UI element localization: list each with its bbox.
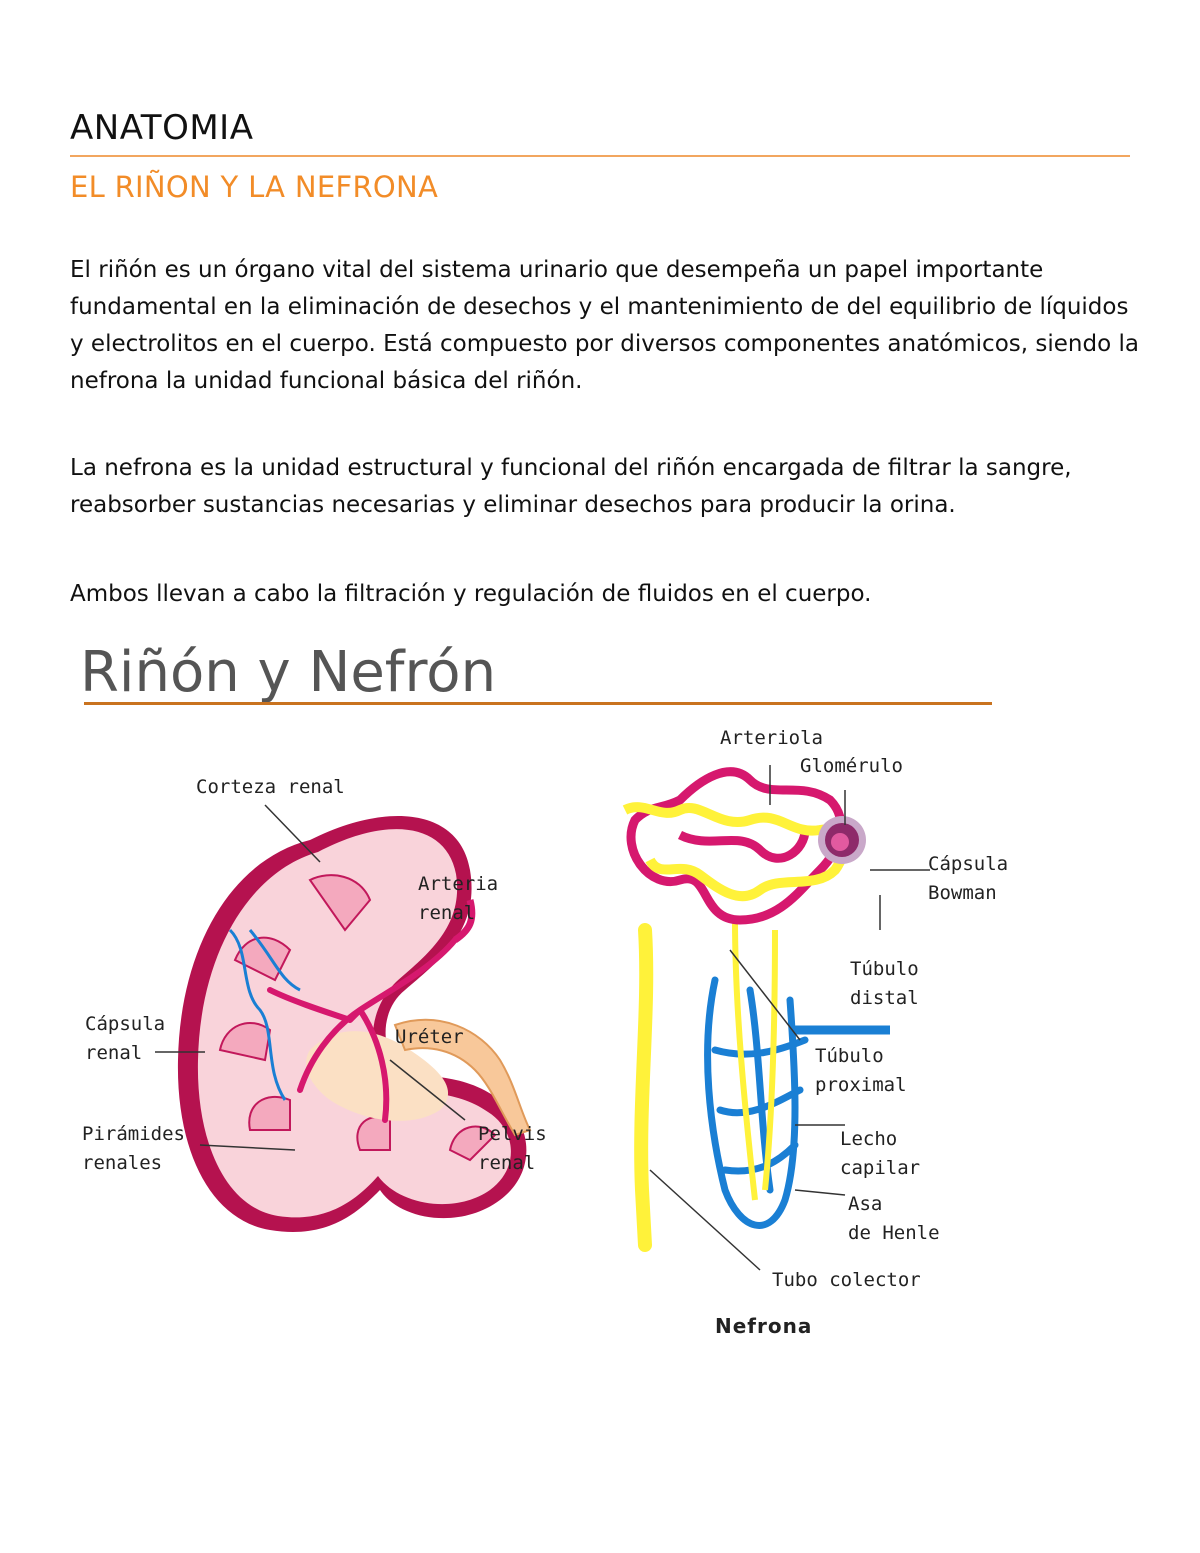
kidney-nephron-figure: Riñón y Nefrón Corteza renal Arteria ren… xyxy=(60,630,1060,1360)
label-arteria-renal: Arteria renal xyxy=(418,873,499,924)
figure-title-underline xyxy=(84,702,992,705)
label-capsula-renal: Cápsula renal xyxy=(85,1013,166,1064)
label-tubulo-distal: Túbulo distal xyxy=(850,958,919,1009)
nephron-caption: Nefrona xyxy=(715,1314,813,1338)
label-corteza-renal: Corteza renal xyxy=(196,776,345,798)
paragraph-kidney: El riñón es un órgano vital del sistema … xyxy=(70,257,1139,394)
label-ureter: Uréter xyxy=(395,1026,464,1048)
label-pelvis-renal: Pelvis renal xyxy=(478,1123,547,1174)
label-piramides-renales: Pirámides renales xyxy=(82,1123,185,1174)
title-underline xyxy=(70,155,1130,157)
label-capsula-bowman: Cápsula Bowman xyxy=(928,853,1009,904)
paragraph-nephron: La nefrona es la unidad estructural y fu… xyxy=(70,455,1072,518)
kidney-illustration xyxy=(155,804,532,1232)
paragraph-summary: Ambos llevan a cabo la filtración y regu… xyxy=(70,581,872,607)
label-asa-de-henle: Asa de Henle xyxy=(848,1193,940,1244)
figure-title: Riñón y Nefrón xyxy=(80,640,497,705)
label-glomerulo: Glomérulo xyxy=(800,755,903,777)
label-tubo-colector: Tubo colector xyxy=(772,1269,921,1291)
page-title: ANATOMIA xyxy=(70,108,254,148)
nephron-illustration xyxy=(622,765,930,1271)
anatomy-illustration xyxy=(155,765,930,1271)
label-arteriola: Arteriola xyxy=(720,727,823,749)
label-lecho-capilar: Lecho capilar xyxy=(840,1128,921,1179)
label-tubulo-proximal: Túbulo proximal xyxy=(815,1045,907,1096)
section-subtitle: EL RIÑON Y LA NEFRONA xyxy=(70,170,439,204)
